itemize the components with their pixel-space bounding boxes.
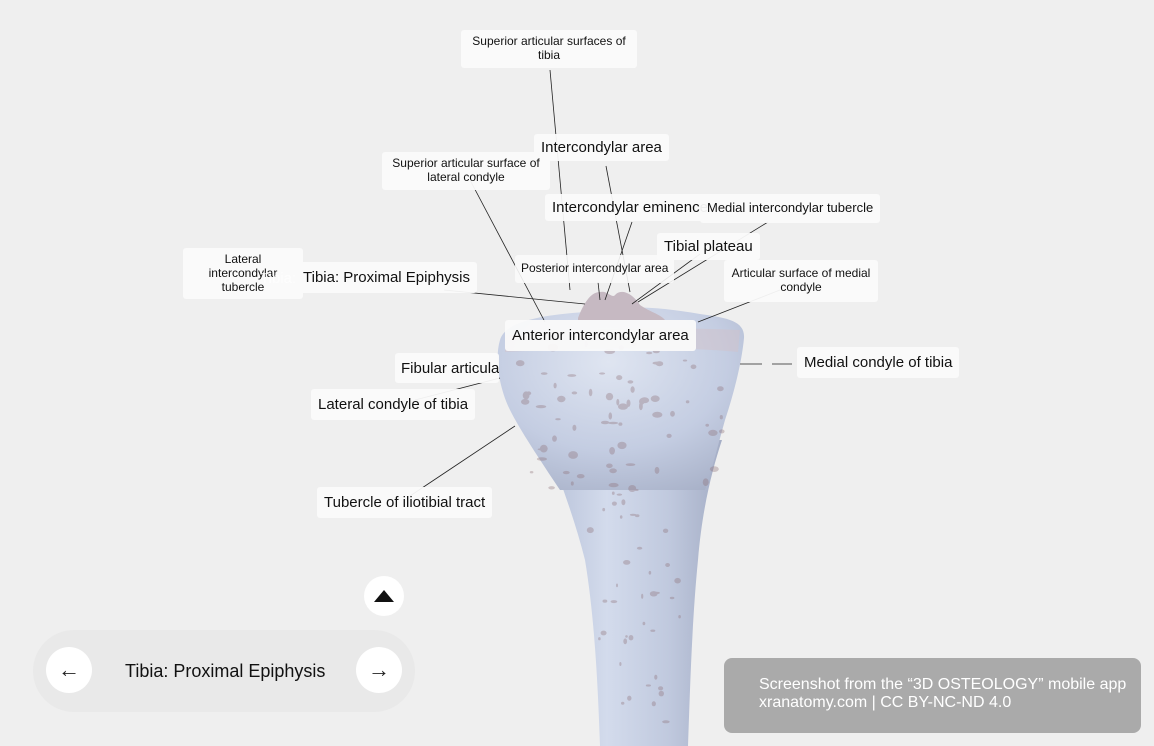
label-tibial-plateau[interactable]: Tibial plateau [657, 233, 760, 261]
tibia-shaft [545, 440, 722, 746]
label-superior-articular-surface-lateral-condyle[interactable]: Superior articular surface of lateral co… [382, 152, 550, 190]
label-intercondylar-area[interactable]: Intercondylar area [534, 134, 669, 162]
label-lateral-condyle-of-tibia[interactable]: Lateral condyle of tibia [311, 389, 476, 421]
label-medial-intercondylar-tubercle[interactable]: Medial intercondylar tubercle [700, 194, 881, 223]
label-superior-articular-surfaces[interactable]: Superior articular surfaces of tibia [461, 30, 637, 68]
credit-line-2: xranatomy.com | CC BY-NC-ND 4.0 [759, 694, 1012, 711]
label-anterior-intercondylar-area[interactable]: Anterior intercondylar area [505, 320, 696, 352]
label-posterior-intercondylar-area[interactable]: Posterior intercondylar area [515, 255, 675, 283]
label-fibular-articular[interactable]: Fibular articular [395, 353, 499, 384]
label-articular-surface-medial-condyle[interactable]: Articular surface of medial condyle [724, 260, 878, 302]
label-tubercle-of-iliotibial-tract[interactable]: Tubercle of iliotibial tract [317, 487, 493, 519]
arrow-right-icon: → [368, 657, 390, 682]
next-structure-button[interactable]: → [356, 647, 402, 693]
collapse-panel-button[interactable] [364, 576, 404, 616]
current-structure-title: Tibia: Proximal Epiphysis [125, 661, 326, 681]
previous-structure-button[interactable]: ← [46, 647, 92, 693]
credit-line-1: Screenshot from the “3D OSTEOLOGY” mobil… [759, 676, 1127, 693]
bone-texture-spots [515, 340, 725, 724]
tibia-head [497, 307, 745, 490]
triangle-up-icon [374, 590, 394, 602]
label-intercondylar-eminence[interactable]: Intercondylar eminence [545, 194, 709, 222]
label-lateral-intercondylar-tubercle[interactable]: Lateral intercondylar tubercle [183, 248, 303, 300]
arrow-left-icon: ← [58, 657, 80, 682]
intercondylar-eminence-shape [578, 291, 665, 320]
credit-watermark: Screenshot from the “3D OSTEOLOGY” mobil… [724, 658, 1141, 733]
label-tibia-proximal-epiphysis[interactable]: Tibia: Proximal Epiphysis [296, 262, 477, 294]
label-medial-condyle-of-tibia[interactable]: Medial condyle of tibia [797, 347, 960, 379]
ghost-title-prefix: Tibia: [260, 270, 297, 287]
structure-navigation-bar: ← Tibia: Proximal Epiphysis → [33, 630, 415, 712]
